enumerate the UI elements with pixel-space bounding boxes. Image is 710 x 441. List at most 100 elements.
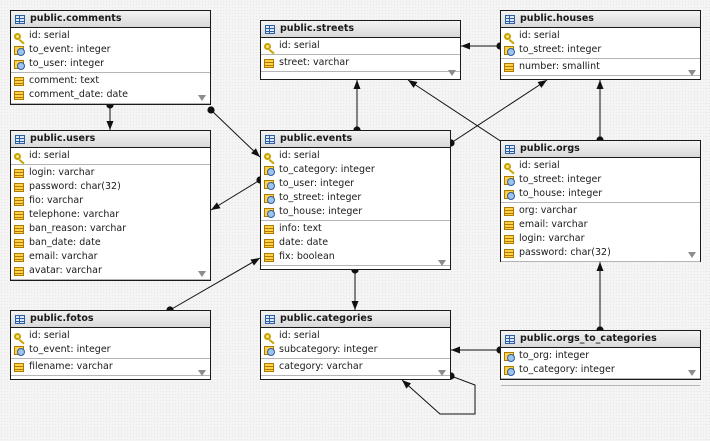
table-icon: [265, 24, 275, 34]
column-row[interactable]: login: varchar: [11, 166, 210, 180]
column-row[interactable]: to_event: integer: [11, 343, 210, 357]
relation-events-to-houses[interactable]: [447, 79, 548, 147]
column-row[interactable]: to_category: integer: [261, 163, 450, 177]
expand-arrow-icon[interactable]: [688, 70, 696, 76]
column-row[interactable]: id: serial: [261, 149, 450, 163]
relation-orgs-to-categories-to-categories[interactable]: [451, 346, 504, 354]
relation-orgs-to-categories-to-orgs[interactable]: [596, 262, 604, 334]
column-row[interactable]: org: varchar: [501, 204, 700, 218]
column-row[interactable]: info: text: [261, 222, 450, 236]
expand-arrow-icon[interactable]: [438, 260, 446, 266]
column-row[interactable]: comment: text: [11, 74, 210, 88]
column-label: to_event: integer: [29, 344, 111, 355]
column-row[interactable]: to_event: integer: [11, 43, 210, 57]
relation-comments-to-events[interactable]: [207, 106, 261, 158]
expand-arrow-icon[interactable]: [688, 370, 696, 376]
column-row[interactable]: to_street: integer: [261, 191, 450, 205]
table-header[interactable]: public.categories: [261, 311, 450, 328]
table-title: public.categories: [280, 313, 373, 324]
relation-events-to-streets[interactable]: [353, 80, 361, 134]
column-row[interactable]: subcategory: integer: [261, 343, 450, 357]
table-header[interactable]: public.users: [11, 131, 210, 148]
column-label: info: text: [279, 223, 322, 234]
relation-events-to-users[interactable]: [210, 176, 264, 211]
column-row[interactable]: fio: varchar: [11, 194, 210, 208]
relation-comments-to-users[interactable]: [106, 101, 114, 130]
relation-arrowhead: [451, 346, 460, 354]
column-row[interactable]: to_org: integer: [501, 349, 700, 363]
table-header[interactable]: public.orgs_to_categories: [501, 331, 700, 348]
column-icon: [264, 238, 274, 248]
foreign-key-icon: [504, 189, 515, 200]
foreign-key-icon: [14, 59, 25, 70]
table-header[interactable]: public.comments: [11, 11, 210, 28]
column-row[interactable]: login: varchar: [501, 232, 700, 246]
column-row[interactable]: to_user: integer: [261, 177, 450, 191]
table-header[interactable]: public.orgs: [501, 141, 700, 158]
column-label: to_user: integer: [29, 58, 105, 69]
column-row[interactable]: to_house: integer: [261, 205, 450, 219]
column-row[interactable]: id: serial: [11, 29, 210, 43]
column-row[interactable]: telephone: varchar: [11, 208, 210, 222]
column-row[interactable]: id: serial: [501, 29, 700, 43]
relation-arrowhead: [211, 202, 221, 210]
relation-houses-to-streets[interactable]: [461, 42, 504, 50]
column-label: subcategory: integer: [279, 344, 378, 355]
table-header[interactable]: public.events: [261, 131, 450, 148]
column-row[interactable]: avatar: varchar: [11, 264, 210, 278]
column-row[interactable]: category: varchar: [261, 360, 450, 374]
table-icon: [15, 134, 25, 144]
column-row[interactable]: id: serial: [261, 329, 450, 343]
column-row[interactable]: password: char(32): [501, 246, 700, 260]
column-row[interactable]: id: serial: [501, 159, 700, 173]
column-row[interactable]: filename: varchar: [11, 360, 210, 374]
column-icon: [14, 196, 24, 206]
expand-arrow-icon[interactable]: [198, 271, 206, 277]
column-row[interactable]: to_category: integer: [501, 363, 700, 377]
column-row[interactable]: number: smallint: [501, 60, 700, 74]
relation-events-to-categories[interactable]: [351, 266, 359, 310]
table-header[interactable]: public.fotos: [11, 311, 210, 328]
expand-arrow-icon[interactable]: [438, 370, 446, 376]
column-row[interactable]: to_street: integer: [501, 43, 700, 57]
table-header[interactable]: public.streets: [261, 21, 460, 38]
column-label: to_category: integer: [279, 164, 375, 175]
column-row[interactable]: email: varchar: [11, 250, 210, 264]
expand-arrow-icon[interactable]: [198, 370, 206, 376]
column-row[interactable]: date: date: [261, 236, 450, 250]
relation-arrowhead: [537, 80, 547, 88]
column-row[interactable]: to_house: integer: [501, 187, 700, 201]
column-row[interactable]: to_user: integer: [11, 57, 210, 71]
expand-arrow-icon[interactable]: [448, 70, 456, 76]
column-row[interactable]: fix: boolean: [261, 250, 450, 264]
column-row[interactable]: id: serial: [11, 149, 210, 163]
expand-arrow-icon[interactable]: [198, 95, 206, 101]
column-row[interactable]: id: serial: [11, 329, 210, 343]
table-icon: [505, 144, 515, 154]
table-icon: [15, 14, 25, 24]
relation-orgs-to-houses[interactable]: [596, 80, 604, 144]
column-row[interactable]: password: char(32): [11, 180, 210, 194]
expand-arrow-icon[interactable]: [688, 252, 696, 258]
column-row[interactable]: id: serial: [261, 39, 460, 53]
table-header[interactable]: public.houses: [501, 11, 700, 28]
column-row[interactable]: street: varchar: [261, 56, 460, 70]
column-row[interactable]: to_street: integer: [501, 173, 700, 187]
column-row[interactable]: email: varchar: [501, 218, 700, 232]
relation-arrowhead: [353, 80, 361, 89]
column-label: comment: text: [29, 75, 100, 86]
column-row[interactable]: ban_date: date: [11, 236, 210, 250]
foreign-key-icon: [504, 45, 515, 56]
column-row[interactable]: comment_date: date: [11, 88, 210, 102]
column-row[interactable]: ban_reason: varchar: [11, 222, 210, 236]
